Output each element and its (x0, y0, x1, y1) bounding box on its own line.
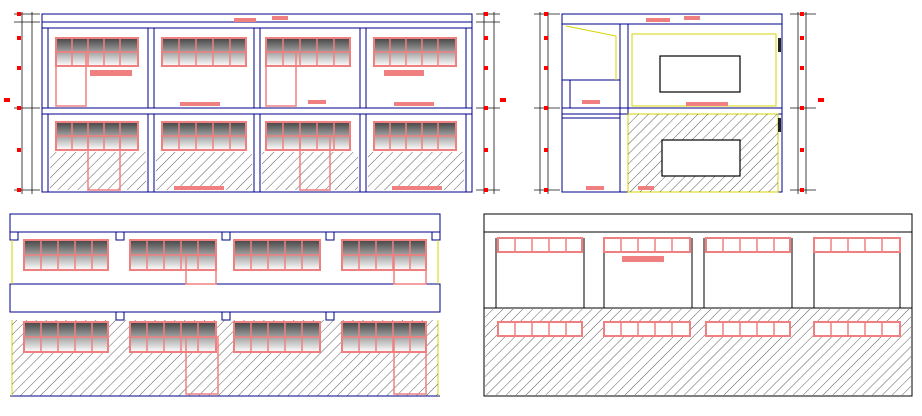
level-markers (4, 12, 506, 192)
side-elevation-outline (483, 213, 913, 397)
section-walls (778, 38, 781, 132)
upper-windows (55, 37, 457, 107)
side-section-view (534, 12, 824, 194)
rear-upper-windows (23, 239, 427, 285)
upper-sills (90, 70, 434, 106)
ground-floor-hatch (50, 152, 464, 190)
section-marks (582, 16, 728, 190)
dimension-lines (14, 12, 500, 194)
ground-sills (174, 186, 442, 190)
dimension-lines (534, 12, 816, 194)
front-elevation-view (4, 12, 506, 194)
ground-windows (55, 121, 457, 191)
void-outlines (659, 55, 741, 177)
side-upper-windows (497, 237, 901, 253)
side-sill (622, 256, 664, 262)
side-ground-windows (497, 321, 901, 337)
building-outline (41, 13, 473, 193)
rear-elevation-view (9, 213, 441, 397)
level-markers (544, 12, 824, 192)
side-elevation-view (483, 213, 913, 397)
parapet-marks (234, 16, 288, 22)
rear-ground-windows (23, 321, 427, 395)
